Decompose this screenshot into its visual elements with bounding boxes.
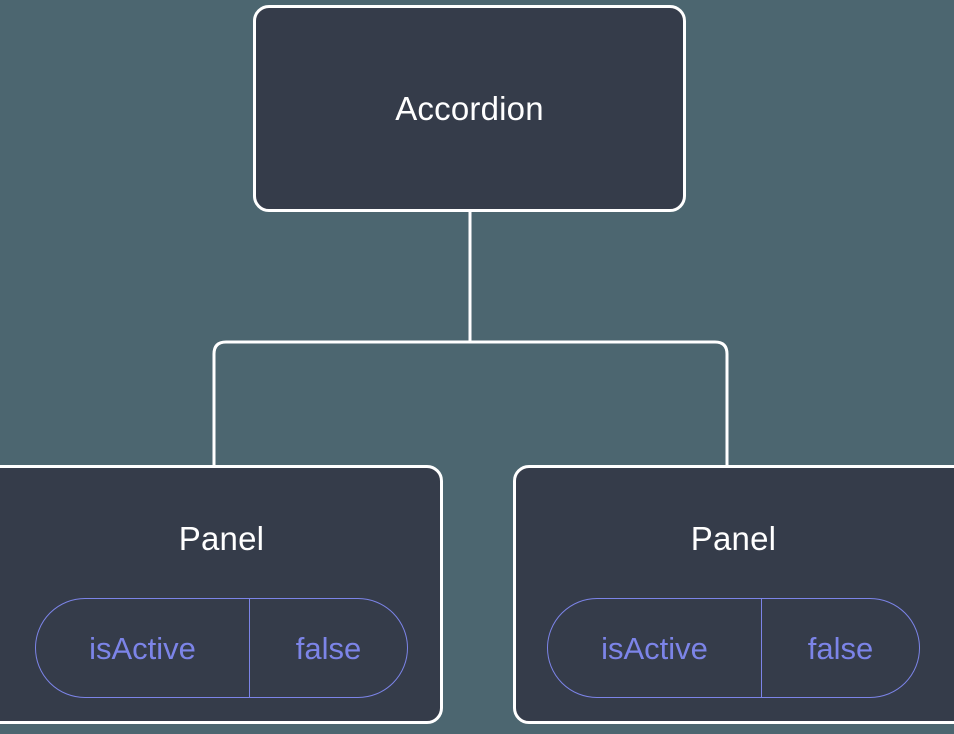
- tree-node-panel-0[interactable]: Panel isActive false: [0, 465, 443, 724]
- state-value-panel-1: false: [807, 630, 874, 666]
- tree-node-accordion[interactable]: Accordion: [253, 5, 686, 212]
- edge-bus-to-panel-1: [470, 340, 729, 467]
- node-title-panel-0: Panel: [178, 520, 265, 557]
- state-pill-panel-0[interactable]: isActive false: [35, 598, 408, 698]
- node-title-accordion: Accordion: [395, 90, 544, 127]
- state-key-panel-1: isActive: [548, 599, 762, 697]
- panel-content-0: Panel isActive false: [0, 522, 443, 698]
- state-key-panel-0: isActive: [36, 599, 250, 697]
- panel-content-1: Panel isActive false: [513, 522, 954, 698]
- tree-node-panel-1[interactable]: Panel isActive false: [513, 465, 954, 724]
- edge-bus-to-panel-0: [212, 340, 470, 467]
- state-pill-panel-1[interactable]: isActive false: [547, 598, 920, 698]
- state-value-panel-0: false: [295, 630, 362, 666]
- node-title-panel-1: Panel: [690, 520, 777, 557]
